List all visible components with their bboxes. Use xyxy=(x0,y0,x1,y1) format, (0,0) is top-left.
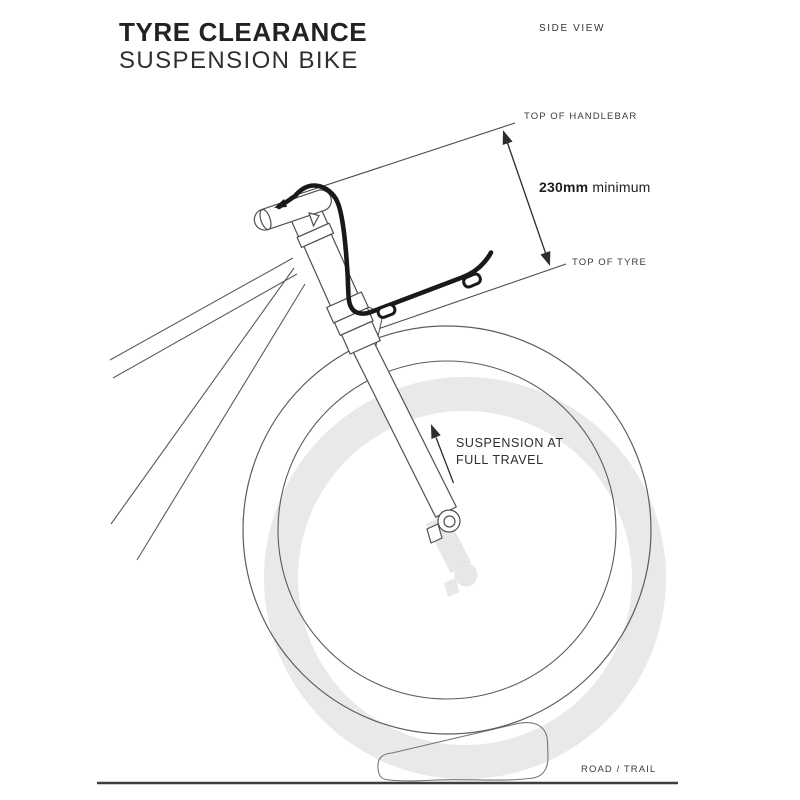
fork-crown xyxy=(341,320,381,355)
dimension-arrow xyxy=(502,130,551,266)
arrowhead-down xyxy=(540,250,551,266)
axle-hole xyxy=(443,515,456,528)
page-title: TYRE CLEARANCE xyxy=(119,17,368,47)
top-of-tyre-line xyxy=(351,263,567,339)
top-of-handlebar-label: TOP OF HANDLEBAR xyxy=(524,111,638,122)
clearance-qualifier: minimum xyxy=(592,179,651,195)
arrowhead-travel xyxy=(430,424,441,440)
top-of-tyre-label: TOP OF TYRE xyxy=(572,257,647,268)
clearance-value: 230mm xyxy=(539,179,589,195)
page-subtitle: SUSPENSION BIKE xyxy=(119,47,359,74)
brake-tab xyxy=(426,523,443,544)
rim-circle xyxy=(277,360,617,700)
suspension-note-line1: SUSPENSION AT xyxy=(456,436,564,450)
spacer-ring xyxy=(296,222,335,249)
top-of-handlebar-line xyxy=(289,122,516,198)
headset-ring-upper xyxy=(326,291,369,324)
headtube-stack xyxy=(289,203,381,355)
handlebar-end-cap xyxy=(259,208,272,231)
frame-tubes xyxy=(109,257,306,561)
rack-mount xyxy=(274,183,494,319)
suspension-note: SUSPENSION AT FULL TRAVEL xyxy=(456,435,564,469)
clamp-flag xyxy=(308,212,320,228)
ground-label: ROAD / TRAIL xyxy=(581,764,657,775)
view-label: SIDE VIEW xyxy=(539,23,606,34)
obstacle-outline xyxy=(377,722,549,782)
arrowhead-up xyxy=(502,130,513,146)
title-block: TYRE CLEARANCE SUSPENSION BIKE xyxy=(119,17,367,75)
tyre-circle xyxy=(242,325,652,735)
suspension-note-line2: FULL TRAVEL xyxy=(456,453,544,467)
suspension-arrow xyxy=(430,424,455,484)
rack-clip-left xyxy=(376,303,397,319)
front-wheel-outline xyxy=(242,325,652,735)
rack-hoop xyxy=(276,183,494,316)
clearance-dimension-label: 230mm minimum xyxy=(539,179,651,195)
rack-clip-right xyxy=(462,272,482,289)
